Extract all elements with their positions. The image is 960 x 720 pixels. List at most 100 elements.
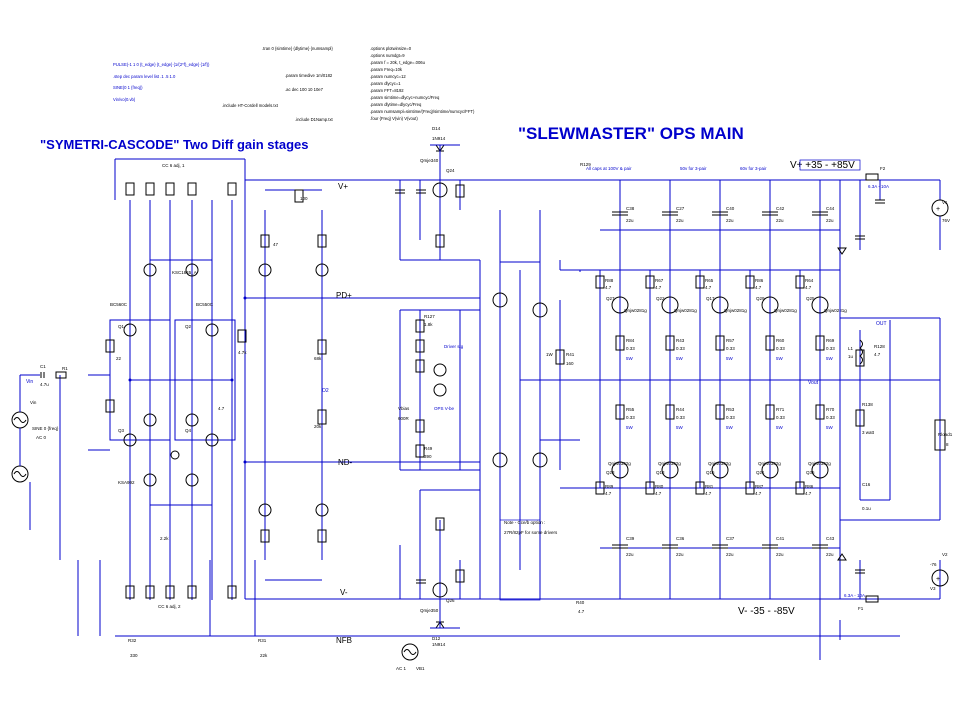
bot-cap-label: C43 [826, 536, 835, 541]
output-headers: All caps at 100V & pair 50v for 3-pair 6… [586, 166, 767, 171]
vas-labels: Q24 Qmje340 Q26 Qmje350 D14 1N914 D12 1N… [396, 126, 591, 671]
top-transistor-label: Q17 [706, 296, 715, 301]
r138-label: R138 [862, 402, 873, 407]
spice-right-9: .param numsampl=simtime/(Freq)/simtime/n… [370, 109, 475, 114]
model-bc550: BC550C [196, 302, 214, 307]
r-val-6: 20k [314, 424, 322, 429]
bot-emitter-resistor [665, 404, 675, 420]
bot-transistor-label: Q13 [656, 470, 665, 475]
bot-transistor-label: Q23 [606, 470, 615, 475]
rload-val: 8 [946, 442, 949, 447]
bot-emitter-res-label: R70 [826, 407, 835, 412]
q3-label: Q3 [118, 428, 125, 433]
bot-transistor-model: Qnjw0302g [808, 461, 831, 466]
top-base-resistor [745, 275, 755, 289]
top-base-res-value: 4.7 [705, 285, 712, 290]
r1-label: R1 [62, 366, 68, 371]
bot-cap-label: C41 [776, 536, 785, 541]
bot-base-resistor [695, 481, 705, 495]
bot-emitter-res-label: R44 [676, 407, 685, 412]
fuse-rating-bot: 6.3A - 10A [844, 593, 865, 598]
spice-tran: .tran 0 {simtime} {dlytime} {numsampl} [262, 46, 333, 51]
top-transistor-model: Qnjw0281g [674, 308, 697, 313]
3pair-label-b: 60v for 3-pair [740, 166, 767, 171]
top-emitter-res-label: R69 [826, 338, 835, 343]
top-emitter-res-value: 0.33 [826, 346, 835, 351]
d14-model: 1N914 [432, 136, 446, 141]
top-transistor-model: Qnjw0281g [724, 308, 747, 313]
spice-right-2: .param f = 20k, t_edge=.006u [370, 60, 426, 65]
top-emitter-resistor [615, 335, 625, 351]
r-val-1: 4.7k [238, 350, 247, 355]
r-val-3: 100 [300, 196, 308, 201]
bot-output-transistor [611, 461, 629, 479]
bot-base-res-value: 4.7 [755, 491, 762, 496]
bot-cap-value: 22u [776, 552, 784, 557]
top-emitter-res-power: 5W [676, 356, 684, 361]
svg-text:+: + [936, 576, 940, 583]
d14-label: D14 [432, 126, 441, 131]
r31-val: 22k [260, 653, 268, 658]
bot-emitter-res-power: 5W [626, 425, 634, 430]
top-base-res-value: 4.7 [605, 285, 612, 290]
bot-emitter-res-value: 0.33 [776, 415, 785, 420]
r40-val: 4.7 [578, 609, 585, 614]
d12-model: 1N914 [432, 642, 446, 647]
spice-right-8: .param dlytime=dlycyc/Freq [370, 102, 422, 107]
bot-emitter-resistor [815, 404, 825, 420]
spice-right-1: .options numdgt=9 [370, 53, 405, 58]
bot-transistor-model: Qnjw0302g [658, 461, 681, 466]
bot-cap-value: 22u [676, 552, 684, 557]
r127-label: R127 [424, 314, 435, 319]
l1-val: 1u [848, 354, 854, 359]
spice-right-6: .param FFT=8192 [370, 88, 404, 93]
bot-emitter-res-power: 5W [676, 425, 684, 430]
r31-label: R31 [258, 638, 267, 643]
top-cap-label: C44 [826, 206, 835, 211]
top-output-transistor [611, 296, 629, 314]
bot-emitter-res-label: R71 [776, 407, 785, 412]
input-components [40, 182, 329, 599]
supply-neg-label: V- -35 - -85V [738, 606, 795, 617]
top-cap-label: C38 [626, 206, 635, 211]
bot-emitter-res-value: 0.33 [726, 415, 735, 420]
bot-cap-label: C37 [726, 536, 735, 541]
note-line1: Note - Cce/b option : [504, 520, 545, 525]
rload-label: Rload1 [938, 432, 953, 437]
input-labels: CC 6 adj, 1 CC 6 adj, 2 Q1 Q2 Q3 Q4 BC56… [40, 163, 322, 658]
bot-output-transistor [711, 461, 729, 479]
input-stage [59, 180, 323, 636]
bot-base-res-value: 4.7 [605, 491, 612, 496]
spice-mid-3: .include D1Namp.txt [295, 117, 334, 122]
v2-label: V2 [942, 552, 948, 557]
spice-left-0: PULSE(-1 1 0 {t_edge} {t_edge} {1/(2*f)_… [113, 62, 210, 67]
spice-left-3: Vin/vo(0.vb) [113, 97, 136, 102]
bot-base-res-value: 4.7 [705, 491, 712, 496]
l1-label: L1 [848, 346, 854, 351]
r128-label: R128 [874, 344, 885, 349]
q24-label: Q24 [446, 168, 455, 173]
r-val-5: 68k [314, 356, 322, 361]
top-emitter-res-value: 0.33 [726, 346, 735, 351]
all-caps-label: All caps at 100V & pair [586, 166, 632, 171]
top-base-res-value: 4.7 [755, 285, 762, 290]
top-base-resistor [645, 275, 655, 289]
top-emitter-res-value: 0.33 [626, 346, 635, 351]
fuse-rating-top: 6.3A - 10A [868, 184, 889, 189]
bot-base-resistor [795, 481, 805, 495]
out-label: OUT [876, 321, 887, 327]
top-cap-value: 22u [676, 218, 684, 223]
bot-transistor-label: Q21 [756, 470, 765, 475]
top-output-transistor [761, 296, 779, 314]
ndminus-label: ND- [338, 458, 353, 467]
top-cap-value: 22u [626, 218, 634, 223]
bot-cap-value: 22u [626, 552, 634, 557]
q26-label: Q26 [446, 598, 455, 603]
bot-output-transistor [661, 461, 679, 479]
bot-base-res-label: R87 [755, 484, 764, 489]
model-ksc1845: KSC1845_A [172, 270, 197, 275]
rails [88, 158, 941, 637]
top-transistor-model: Qnjw0281g [774, 308, 797, 313]
q2-label: Q2 [185, 324, 192, 329]
f2-label: F2 [880, 166, 886, 171]
